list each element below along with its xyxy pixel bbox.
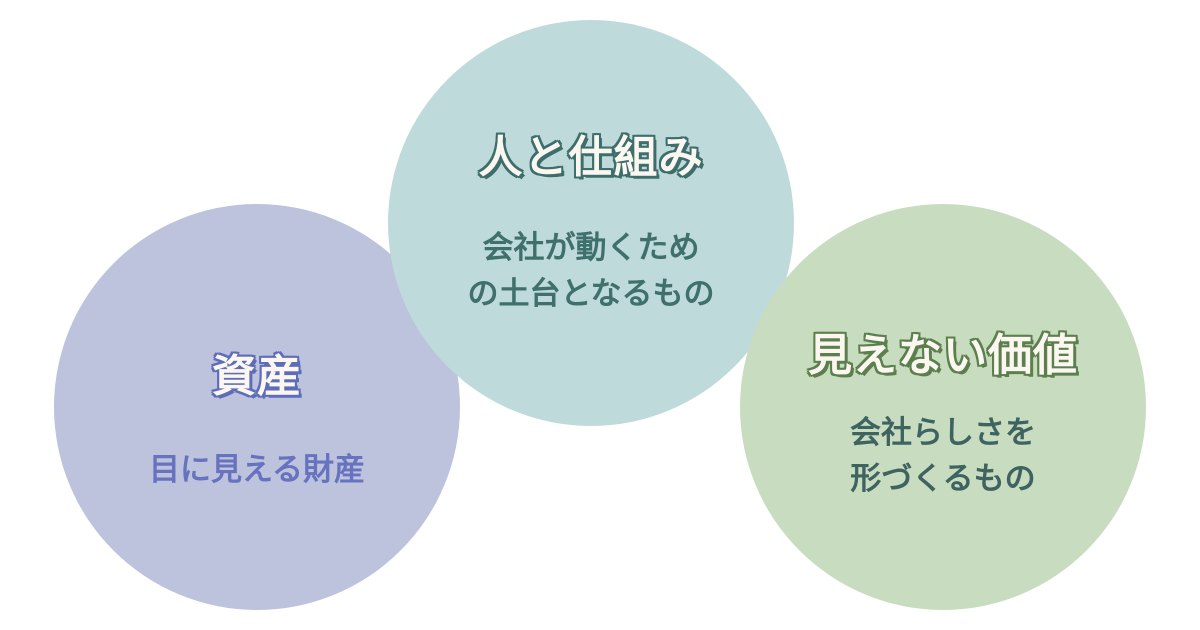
circle-assets: 資産 目に見える財産 [54,204,460,610]
circle-title-assets: 資産 [212,351,302,402]
circle-subtitle-assets: 目に見える財産 [148,452,366,488]
circle-title-invisible-value: 見えない価値 [808,330,1078,381]
circle-title-people-and-systems: 人と仕組み [478,132,704,183]
circle-subtitle-invisible-value: 会社らしさを 形づくるもの [850,415,1036,497]
circle-subtitle-people-and-systems: 会社が動くため の土台となるもの [467,230,715,312]
circle-invisible-value: 見えない価値 会社らしさを 形づくるもの [740,204,1146,610]
circle-people-and-systems: 人と仕組み 会社が動くため の土台となるもの [388,20,794,426]
